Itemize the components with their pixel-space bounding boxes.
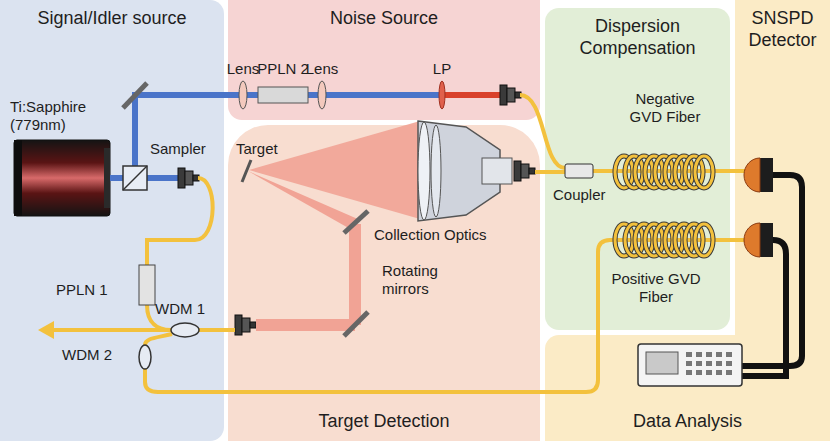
analysis-panel: Data Analysis	[545, 335, 830, 441]
component-label: LP	[422, 60, 462, 78]
component-label: Negative GVD Fiber	[620, 90, 710, 126]
component-label: WDM 1	[155, 300, 215, 318]
component-label: Ti:Sapphire (779nm)	[10, 98, 110, 134]
component-label: Lens	[298, 60, 346, 78]
panel-heading: Data Analysis	[633, 411, 742, 433]
component-label: PPLN 2	[253, 60, 313, 78]
component-label: Positive GVD Fiber	[604, 270, 708, 306]
component-label: WDM 2	[62, 346, 122, 364]
component-label: Sampler	[150, 140, 220, 158]
source-panel: Signal/Idler source	[0, 0, 224, 441]
panel-heading: Signal/Idler source	[37, 8, 186, 30]
component-label: Coupler	[553, 186, 623, 204]
component-label: Rotating mirrors	[382, 262, 462, 298]
panel-heading: Noise Source	[330, 8, 438, 30]
panel-heading: Target Detection	[318, 411, 449, 433]
component-label: Target	[236, 140, 296, 158]
component-label: Collection Optics	[374, 226, 514, 244]
panel-heading: Dispersion Compensation	[551, 16, 724, 59]
component-label: PPLN 1	[56, 281, 116, 299]
panel-heading: SNSPD Detector	[741, 8, 824, 51]
